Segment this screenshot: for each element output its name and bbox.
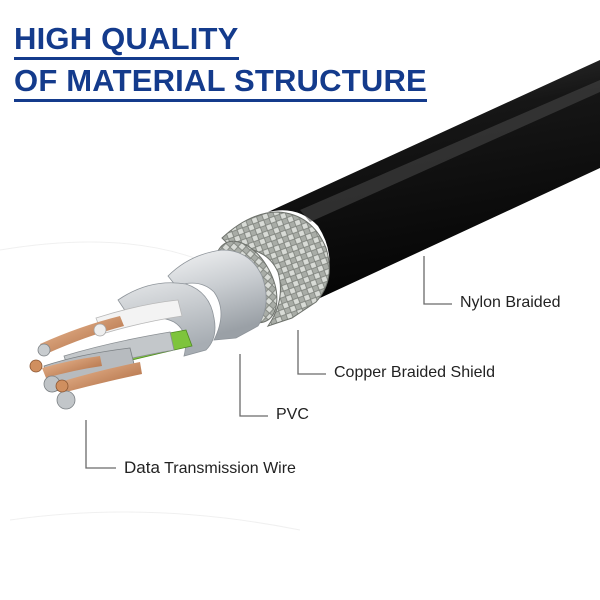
copper-braided-shield: [221, 211, 330, 327]
leader-nylon: [423, 256, 452, 305]
copper-wire-3: [42, 356, 102, 378]
wire-end-4: [29, 359, 43, 373]
label-nylon-braided: Nylon Braided: [460, 294, 561, 311]
wire-end-3: [56, 390, 76, 410]
label-copper-braided-shield: Copper Braided Shield: [334, 364, 495, 381]
data-wires: [29, 299, 193, 410]
label-data-rest: Transmission Wire: [164, 460, 296, 477]
pvc-layer: [117, 282, 216, 357]
jacket-highlight: [300, 80, 600, 222]
copper-wire-2: [60, 362, 142, 392]
leader-pvc: [239, 354, 268, 417]
label-data-transmission-wire: Data Transmission Wire: [124, 458, 296, 478]
leader-data: [85, 420, 116, 469]
wire-end-6: [93, 323, 107, 337]
foil-layer: [167, 249, 267, 341]
leader-lines: [85, 256, 452, 469]
title-line-1: HIGH QUALITY: [14, 22, 239, 60]
wire-end-1: [37, 343, 51, 357]
title-line-2: OF MATERIAL STRUCTURE: [14, 64, 427, 102]
label-data-word: Data: [124, 458, 160, 477]
background-sketch: [0, 241, 301, 531]
label-pvc: PVC: [276, 406, 309, 423]
wire-end-5: [55, 379, 69, 393]
leader-copper: [297, 330, 326, 375]
